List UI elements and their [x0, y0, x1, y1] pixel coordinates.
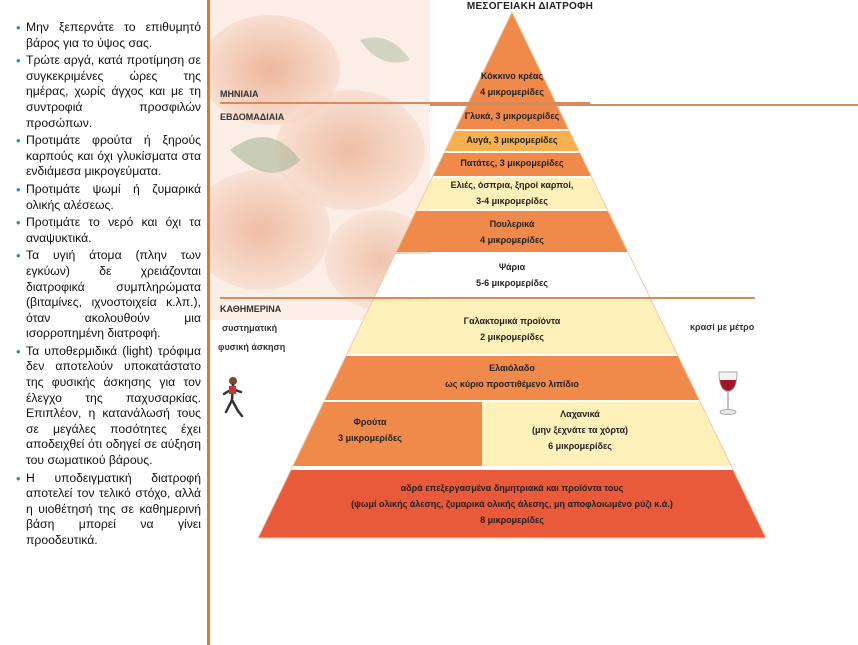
weekly-line	[430, 104, 858, 106]
tier-eggs	[444, 131, 580, 151]
eggs-text: Αυγά, 3 μικρομερίδες	[466, 135, 558, 145]
tier-cereals	[258, 470, 766, 538]
vegetables-label: Λαχανικά	[560, 409, 600, 419]
dairy-portions: 2 μικρομερίδες	[480, 332, 544, 342]
cereals-portions: 8 μικρομερίδες	[480, 515, 544, 525]
cereals-note: (ψωμί ολικής άλεσης, ζυμαρικά ολικής άλε…	[351, 499, 673, 509]
tier-fish	[373, 254, 651, 298]
monthly-label: ΜΗΝΙΑΙΑ	[220, 89, 259, 99]
sweets-text: Γλυκά, 3 μικρομερίδες	[464, 111, 560, 121]
olives-text: Ελιές, όσπρια, ξηροί καρποί, 3-4 μικρομε…	[390, 177, 634, 209]
tips-list: Μην ξεπερνάτε το επιθυμητό βάρος για το …	[0, 0, 205, 549]
weekly-label: ΕΒΔΟΜΑΔΙΑΙΑ	[220, 112, 285, 122]
daily-label: ΚΑΘΗΜΕΡΙΝΑ	[220, 304, 282, 314]
daily-line	[220, 297, 755, 299]
tier-dairy	[346, 300, 678, 354]
poultry-portions: 4 μικρομερίδες	[480, 235, 544, 245]
wine-label: κρασί με μέτρο	[690, 322, 755, 332]
pyramid-area: ΜΕΣΟΓΕΙΑΚΗ ΔΙΑΤΡΟΦΗ ΜΗΝΙΑΙΑ ΕΒΔΟΜΑΔΙΑΙΑ …	[210, 0, 858, 645]
tier-sweets	[455, 106, 569, 129]
potatoes-text: Πατάτες, 3 μικρομερίδες	[460, 158, 564, 168]
vegetables-note: (μην ξεχνάτε τα χόρτα)	[531, 425, 629, 435]
olive-oil-note: ως κύριο προστιθέμενο λιπίδιο	[445, 379, 579, 389]
red-meat-text: Κόκκινο κρέας 4 μικρομερίδες	[442, 68, 582, 100]
tier-olives	[416, 178, 608, 209]
dairy-text: Γαλακτομικά προϊόντα 2 μικρομερίδες	[350, 313, 674, 345]
fruit-label: Φρούτα	[353, 417, 387, 427]
tier-potatoes	[432, 153, 592, 176]
olive-oil-text: Ελαιόλαδο ως κύριο προστιθέμενο λιπίδιο	[330, 360, 694, 392]
fruit-text: Φρούτα 3 μικρομερίδες	[310, 414, 430, 446]
tier-fruit-veg-right	[482, 402, 732, 466]
fish-label: Ψάρια	[498, 262, 526, 272]
vegetables-portions: 6 μικρομερίδες	[548, 441, 612, 451]
tip-item: Προτιμάτε φρούτα ή ξηρούς καρπούς και όχ…	[16, 133, 201, 180]
runner-icon	[222, 377, 244, 418]
tier-olive-oil	[324, 356, 700, 400]
exercise-label-2: φυσική άσκηση	[218, 342, 286, 352]
poultry-text: Πουλερικά 4 μικρομερίδες	[380, 216, 644, 248]
tip-item: Προτιμάτε ψωμί ή ζυμαρικά ολικής αλέσεως…	[16, 182, 201, 213]
tier-red-meat	[468, 12, 556, 103]
fish-text: Ψάρια 5-6 μικρομερίδες	[370, 259, 654, 291]
divider-line	[207, 0, 210, 645]
dairy-label: Γαλακτομικά προϊόντα	[463, 316, 561, 326]
olives-label: Ελιές, όσπρια, ξηροί καρποί,	[450, 180, 574, 190]
tip-item: Η υποδειγματική διατροφή αποτελεί τον τε…	[16, 471, 201, 549]
red-meat-portions: 4 μικρομερίδες	[480, 87, 544, 97]
tip-item: Τα υποθερμιδικά (light) τρόφιμα δεν αποτ…	[16, 344, 201, 469]
wine-glass-icon	[718, 371, 738, 415]
red-meat-label: Κόκκινο κρέας	[480, 71, 544, 81]
tip-item: Τα υγιή άτομα (πλην των εγκύων) δε χρειά…	[16, 248, 201, 342]
exercise-label-1: συστηματική	[222, 323, 278, 333]
fruit-portions: 3 μικρομερίδες	[338, 433, 402, 443]
poultry-label: Πουλερικά	[489, 219, 535, 229]
tier-poultry	[396, 211, 628, 252]
cereals-text: αδρά επεξεργασμένα δημητριακά και προϊόν…	[270, 480, 754, 528]
cereals-label: αδρά επεξεργασμένα δημητριακά και προϊόν…	[400, 483, 624, 493]
food-pyramid	[257, 10, 767, 539]
olive-oil-label: Ελαιόλαδο	[489, 363, 535, 373]
pyramid-title: ΜΕΣΟΓΕΙΑΚΗ ΔΙΑΤΡΟΦΗ	[466, 1, 594, 12]
olives-portions: 3-4 μικρομερίδες	[476, 196, 548, 206]
tip-item: Μην ξεπερνάτε το επιθυμητό βάρος για το …	[16, 20, 201, 51]
tip-item: Προτιμάτε το νερό και όχι τα αναψυκτικά.	[16, 215, 201, 246]
fish-portions: 5-6 μικρομερίδες	[476, 278, 548, 288]
tip-item: Τρώτε αργά, κατά προτίμηση σε συγκεκριμέ…	[16, 53, 201, 131]
tier-fruit-veg-left	[292, 402, 482, 466]
tips-panel: Μην ξεπερνάτε το επιθυμητό βάρος για το …	[0, 0, 205, 645]
pyramid-outline	[257, 10, 767, 539]
monthly-line	[220, 102, 590, 104]
vegetables-text: Λαχανικά (μην ξεχνάτε τα χόρτα) 6 μικρομ…	[485, 406, 675, 454]
